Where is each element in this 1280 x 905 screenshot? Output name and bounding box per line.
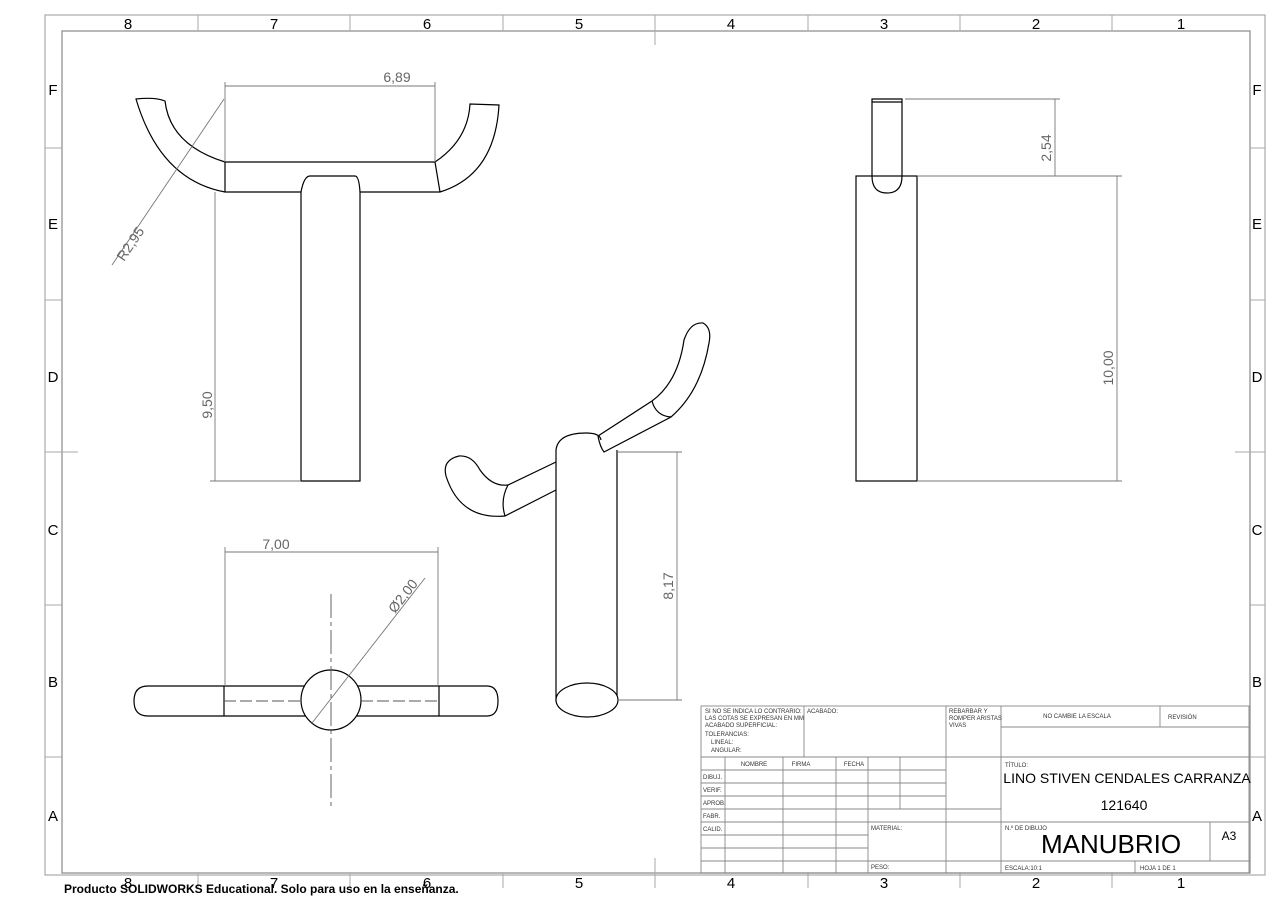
zone-row-d-right: D <box>1252 369 1263 386</box>
tb-row-dibuj: DIBUJ. <box>703 775 722 781</box>
top-view-dimensions <box>224 547 439 724</box>
dim-top-width: 6,89 <box>383 69 410 85</box>
dim-side-height: 10,00 <box>1100 350 1116 385</box>
top-view-centerlines <box>224 594 439 808</box>
zone-ticks <box>45 15 1265 888</box>
dim-iso-height: 8,17 <box>660 572 676 599</box>
zone-col-4-top: 4 <box>727 16 735 33</box>
tb-peso-label: PESO: <box>871 865 890 871</box>
tb-escala: ESCALA:10:1 <box>1005 866 1043 872</box>
zone-col-8-bottom: 8 <box>124 875 132 892</box>
zone-row-a-left: A <box>48 808 58 825</box>
zone-row-b-right: B <box>1252 674 1262 691</box>
tb-note-3: ACABADO SUPERFICIAL: <box>705 723 777 729</box>
zone-col-6-bottom: 6 <box>423 875 431 892</box>
zone-col-8-top: 8 <box>124 16 132 33</box>
tb-col-nombre: NOMBRE <box>741 762 767 768</box>
dim-bottom-width: 7,00 <box>262 536 289 552</box>
zone-col-2-bottom: 2 <box>1032 875 1040 892</box>
dim-radius: R2,95 <box>113 224 147 264</box>
tb-hoja: HOJA 1 DE 1 <box>1140 866 1176 872</box>
tb-rebarbar-1: REBARBAR Y <box>949 709 988 715</box>
tb-row-verif: VERIF. <box>703 788 722 794</box>
zone-row-f-right: F <box>1252 82 1261 99</box>
zone-col-1-bottom: 1 <box>1177 875 1185 892</box>
tb-row-fabr: FABR. <box>703 814 721 820</box>
zone-row-c-left: C <box>48 522 59 539</box>
zone-row-b-left: B <box>48 674 58 691</box>
zone-col-1-top: 1 <box>1177 16 1185 33</box>
zone-row-e-right: E <box>1252 216 1262 233</box>
educational-footer: Producto SOLIDWORKS Educational. Solo pa… <box>64 882 459 896</box>
zone-col-7-bottom: 7 <box>270 875 278 892</box>
zone-col-5-top: 5 <box>575 16 583 33</box>
dim-diameter: Ø2,00 <box>385 576 421 616</box>
title-block <box>700 705 1250 874</box>
tb-size: A3 <box>1222 829 1237 843</box>
tb-note-5: LINEAL: <box>711 740 734 746</box>
tb-no-cambie: NO CAMBIE LA ESCALA <box>1043 714 1111 720</box>
zone-row-e-left: E <box>48 216 58 233</box>
iso-dimensions <box>617 451 682 701</box>
tb-code: 121640 <box>1101 797 1148 813</box>
tb-note-1: SI NO SE INDICA LO CONTRARIO: <box>705 709 802 715</box>
side-view <box>855 98 918 482</box>
tb-rebarbar-3: VIVAS <box>949 723 966 729</box>
dim-side-top: 2,54 <box>1038 134 1054 161</box>
tb-titulo-label: TÍTULO: <box>1005 762 1028 769</box>
tb-revision: REVISIÓN <box>1168 714 1197 721</box>
tb-acabado: ACABADO: <box>807 709 838 715</box>
side-view-dimensions <box>905 98 1122 482</box>
tb-note-4: TOLERANCIAS: <box>705 732 749 738</box>
top-view <box>133 669 499 731</box>
zone-col-3-top: 3 <box>880 16 888 33</box>
tb-rebarbar-2: ROMPER ARISTAS <box>949 716 1002 722</box>
outer-frame <box>44 14 1266 876</box>
zone-col-4-bottom: 4 <box>727 875 735 892</box>
zone-col-3-bottom: 3 <box>880 875 888 892</box>
tb-col-fecha: FECHA <box>844 762 864 768</box>
zone-row-a-right: A <box>1252 808 1262 825</box>
zone-row-c-right: C <box>1252 522 1263 539</box>
tb-author: LINO STIVEN CENDALES CARRANZA <box>1003 770 1251 786</box>
zone-row-f-left: F <box>48 82 57 99</box>
dim-stem-height: 9,50 <box>199 391 215 418</box>
tb-material-label: MATERIAL: <box>871 826 903 832</box>
tb-row-aprob: APROB. <box>703 801 726 807</box>
tb-row-calid: CALID. <box>703 827 723 833</box>
front-view-dimensions <box>111 82 436 482</box>
tb-note-6: ANGULAR: <box>711 748 742 754</box>
zone-col-2-top: 2 <box>1032 16 1040 33</box>
zone-col-5-bottom: 5 <box>575 875 583 892</box>
tb-note-2: LAS COTAS SE EXPRESAN EN MM <box>705 716 804 722</box>
zone-row-d-left: D <box>48 369 59 386</box>
zone-col-6-top: 6 <box>423 16 431 33</box>
tb-col-firma: FIRMA <box>792 762 811 768</box>
front-view <box>135 97 500 482</box>
tb-drawing-no-label: N.º DE DIBUJO <box>1005 825 1047 832</box>
tb-drawing-name: MANUBRIO <box>1041 829 1181 859</box>
zone-col-7-top: 7 <box>270 16 278 33</box>
isometric-view <box>444 322 711 718</box>
